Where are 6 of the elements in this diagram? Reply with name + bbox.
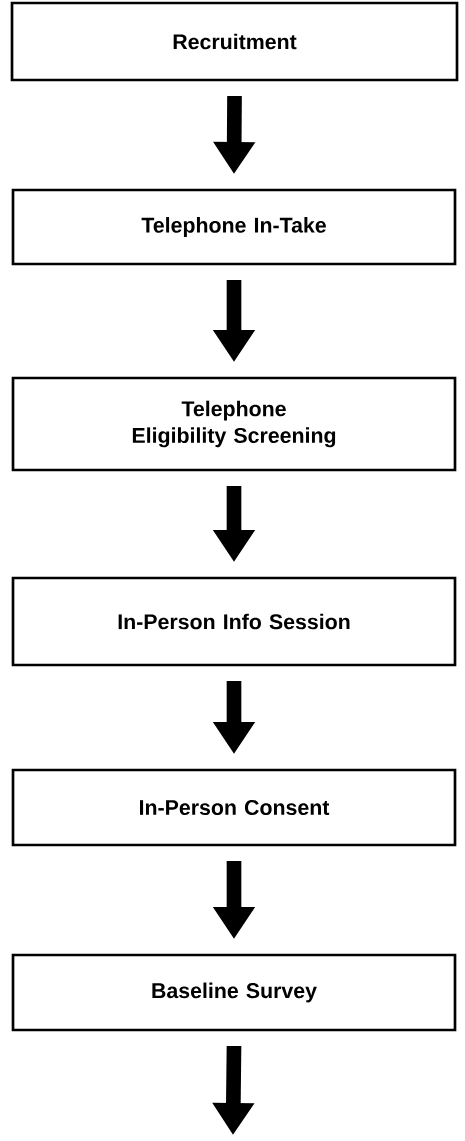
process-box: In-Person Info Session xyxy=(11,576,457,667)
process-box: Recruitment xyxy=(10,1,459,82)
process-box: Telephone Eligibility Screening xyxy=(11,376,457,472)
process-box: Baseline Survey xyxy=(11,953,457,1032)
process-box: Telephone In-Take xyxy=(11,188,457,266)
process-box: In-Person Consent xyxy=(11,768,457,847)
